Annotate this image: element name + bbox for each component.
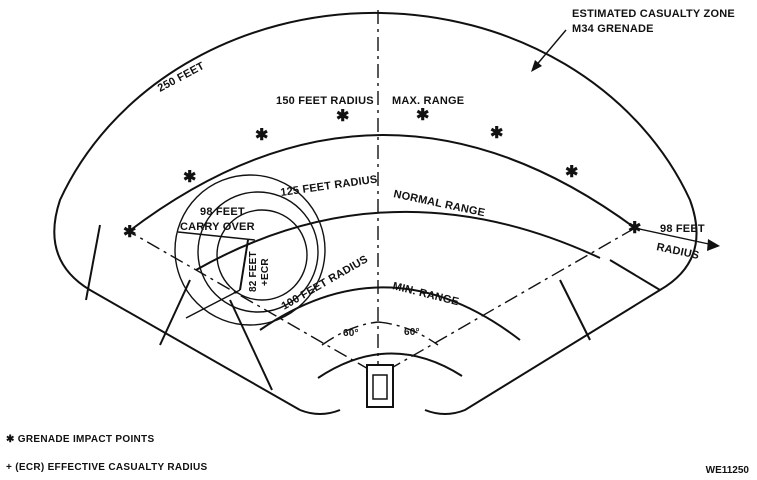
- impact-point: ✱: [336, 108, 349, 125]
- max-range-arc: [127, 134, 636, 233]
- angle-right-label: 60°: [404, 327, 420, 338]
- max-radius-label: 150 FEET RADIUS: [276, 95, 374, 107]
- side-radius-arrow: [634, 227, 719, 247]
- zone-title-line1: ESTIMATED CASUALTY ZONE: [572, 8, 735, 20]
- angle-left-label: 60°: [343, 328, 359, 339]
- radial-line-4: [559, 279, 591, 341]
- carry-over-line: [177, 231, 256, 241]
- carry-over-distance: 98 FEET: [200, 206, 245, 218]
- legend-impact-points: ✱ GRENADE IMPACT POINTS: [6, 434, 155, 445]
- side-radius-distance: 98 FEET: [660, 223, 705, 235]
- normal-range-label: NORMAL RANGE: [392, 188, 486, 219]
- inner-arc: [317, 352, 463, 379]
- legend-ecr: + (ECR) EFFECTIVE CASUALTY RADIUS: [6, 462, 208, 473]
- impact-point: ✱: [123, 224, 136, 241]
- impact-point: ✱: [416, 107, 429, 124]
- launcher-icon: [366, 364, 394, 408]
- radial-line-2: [159, 279, 191, 346]
- ecr-text: +ECR: [260, 258, 271, 286]
- impact-point: ✱: [628, 220, 641, 237]
- outer-zone-boundary: [53, 11, 698, 415]
- impact-point: ✱: [565, 164, 578, 181]
- angle-arc-left: [321, 321, 379, 346]
- left-sector-line: [129, 231, 371, 371]
- ecr-circle-mid: [197, 191, 319, 313]
- side-arrow-head: [707, 239, 720, 251]
- impact-point: ✱: [490, 125, 503, 142]
- max-range-label: MAX. RANGE: [392, 95, 464, 107]
- radial-line-5: [609, 259, 661, 291]
- normal-radius-label: 125 FEET RADIUS: [280, 173, 378, 198]
- launcher-inner: [372, 374, 388, 400]
- zone-pointer-arrow: [533, 29, 567, 69]
- ecr-radius-line: [239, 239, 249, 291]
- radial-line-1: [85, 224, 101, 301]
- impact-points: ✱ ✱ ✱ ✱ ✱ ✱ ✱ ✱: [123, 107, 641, 241]
- min-range-arc: [259, 286, 521, 341]
- ecr-distance: 82 FEET: [248, 251, 259, 292]
- radial-line-3: [229, 299, 273, 391]
- right-sector-line: [387, 227, 636, 371]
- figure-code: WE11250: [705, 465, 749, 476]
- min-range-label: MIN. RANGE: [391, 280, 460, 308]
- impact-point: ✱: [255, 127, 268, 144]
- zone-arrow-head: [531, 60, 542, 72]
- zone-title-line2: M34 GRENADE: [572, 23, 654, 35]
- angle-arc-right: [377, 321, 439, 346]
- side-radius-text: RADIUS: [655, 241, 700, 262]
- min-radius-label: 100 FEET RADIUS: [280, 253, 371, 312]
- ecr-circle-inner: [216, 209, 308, 301]
- ecr-pointer-line: [185, 289, 241, 319]
- impact-point: ✱: [183, 169, 196, 186]
- normal-range-arc: [195, 210, 601, 271]
- carry-over-text: CARRY OVER: [180, 221, 255, 233]
- outer-zone-bottom-left: [299, 409, 341, 415]
- ecr-circle-outer: [174, 174, 326, 326]
